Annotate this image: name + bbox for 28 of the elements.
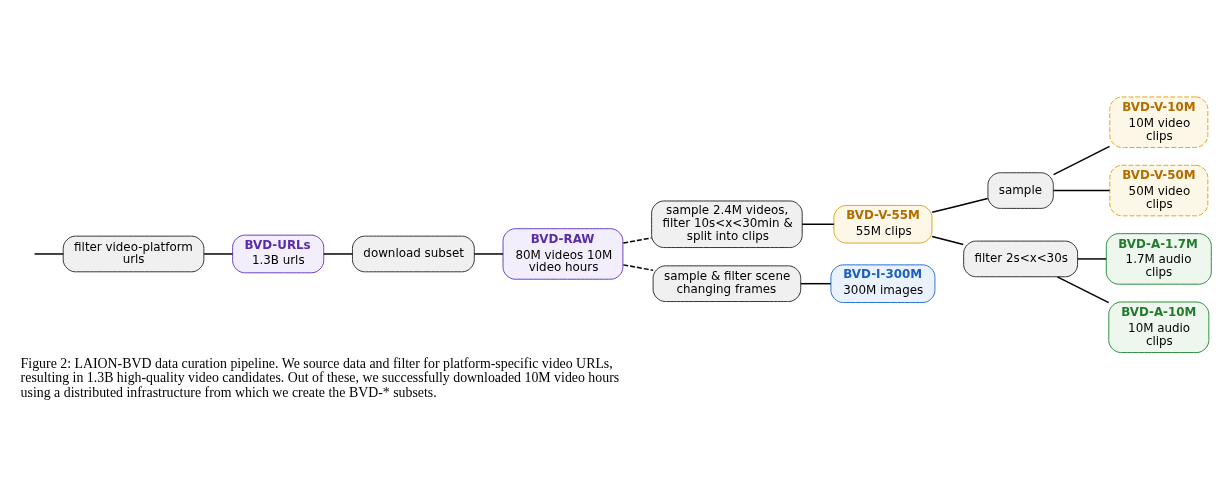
connector [1052, 189, 1111, 192]
connector [931, 235, 964, 246]
connector [800, 282, 832, 285]
node-box: sample 2.4M videos, filter 10s<x<30min & split into clips [651, 200, 803, 249]
connector [33, 253, 64, 255]
connector [473, 253, 504, 255]
caption: Figure 2: LAION-BVD data curation pipeline. We source data and filter for platform-specific video URLs, resulting in 1.3B high-quality video candidates. Out of these, we successfully downloaded 10M video hours using a distributed infrastructure from which we create the BVD-* subsets. [20, 355, 620, 401]
connector [1056, 276, 1110, 304]
connector [203, 253, 234, 255]
node-box: BVD-RAW 80M videos 10M video hours [502, 228, 624, 280]
connector [1052, 145, 1111, 176]
connector [622, 264, 654, 272]
node-box: BVD-I-300M 300M images [830, 264, 936, 303]
node-box: BVD-V-10M 10M video clips [1109, 96, 1209, 148]
node-box: download subset [351, 235, 475, 273]
node-box: BVD-A-10M 10M audio clips [1108, 301, 1210, 354]
node-box: BVD-V-50M 50M video clips [1109, 164, 1209, 217]
node-box: sample & filter scene changing frames [652, 265, 802, 302]
node-box: BVD-V-55M 55M clips [833, 204, 933, 244]
node-box: BVD-A-1.7M 1.7M audio clips [1105, 233, 1212, 285]
node-box: BVD-URLs 1.3B urls [232, 234, 325, 274]
connector [801, 223, 835, 225]
node-box: sample [987, 172, 1054, 209]
node-box: filter 2s<x<30s [963, 240, 1079, 278]
connector [1077, 258, 1107, 260]
connector [931, 197, 989, 214]
node-box: filter video-platform urls [62, 235, 205, 273]
connector [323, 253, 353, 255]
